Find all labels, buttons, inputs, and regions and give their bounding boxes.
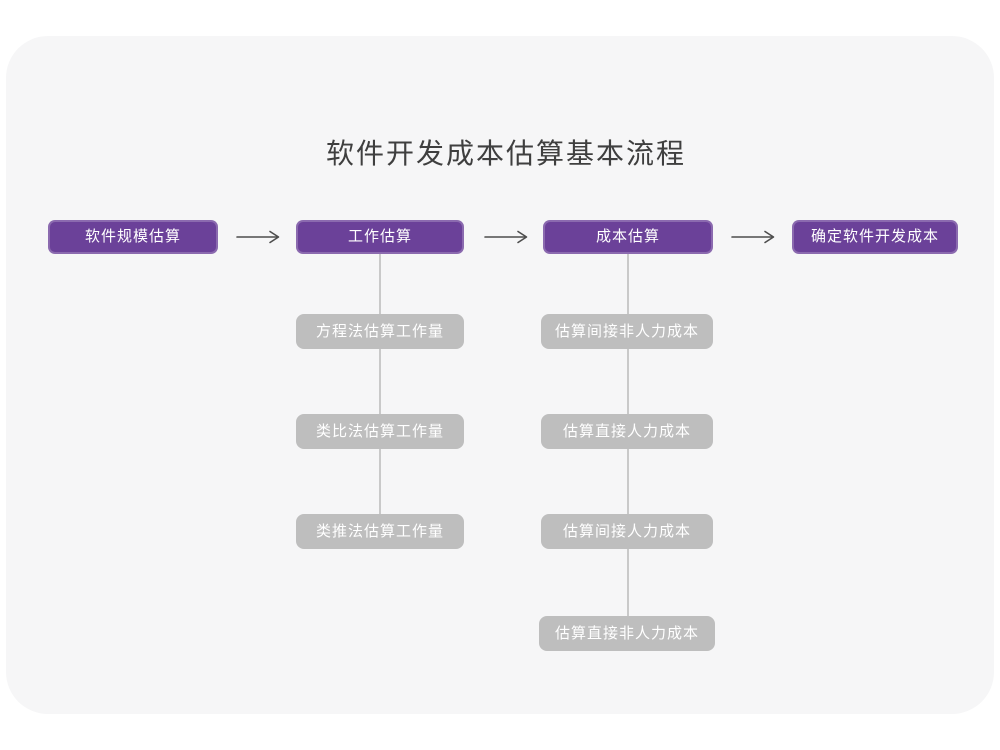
right-arrow-icon (236, 230, 280, 244)
subnode-indirect-labor-cost: 估算间接人力成本 (541, 514, 713, 549)
subnode-direct-non-labor-cost: 估算直接非人力成本 (539, 616, 715, 651)
subnode-extrapolation-method-effort: 类推法估算工作量 (296, 514, 464, 549)
right-arrow-icon (484, 230, 528, 244)
diagram-card: 软件开发成本估算基本流程 软件规模估算 工作估算 成本估算 确定软件开发成本 方… (6, 36, 994, 714)
right-arrow-icon (731, 230, 775, 244)
diagram-title: 软件开发成本估算基本流程 (325, 138, 686, 169)
node-software-scale-estimation: 软件规模估算 (48, 220, 218, 254)
node-determine-development-cost: 确定软件开发成本 (792, 220, 958, 254)
connector-line-work-column (379, 254, 381, 516)
subnode-analogy-method-effort: 类比法估算工作量 (296, 414, 464, 449)
subnode-direct-labor-cost: 估算直接人力成本 (541, 414, 713, 449)
subnode-indirect-non-labor-cost: 估算间接非人力成本 (541, 314, 713, 349)
node-work-estimation: 工作估算 (296, 220, 464, 254)
subnode-equation-method-effort: 方程法估算工作量 (296, 314, 464, 349)
node-cost-estimation: 成本估算 (543, 220, 713, 254)
